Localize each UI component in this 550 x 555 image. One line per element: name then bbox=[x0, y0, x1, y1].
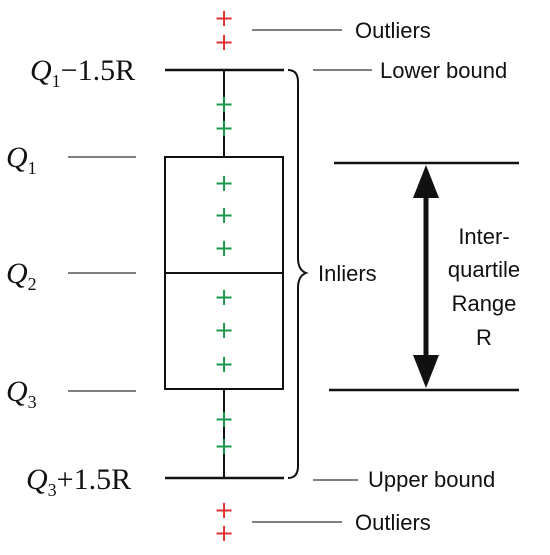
inlier-point: + bbox=[214, 114, 234, 142]
inlier-point: + bbox=[214, 234, 234, 262]
outliers-top-label: Outliers bbox=[355, 18, 431, 43]
iqr-arrow-head-bottom bbox=[413, 355, 439, 388]
inlier-point: + bbox=[214, 169, 234, 197]
inlier-point: + bbox=[214, 432, 234, 460]
iqr-label-line2: quartile bbox=[448, 257, 520, 282]
iqr-arrow-head-top bbox=[413, 165, 439, 198]
inlier-point: + bbox=[214, 405, 234, 433]
q2-label: Q2 bbox=[6, 257, 37, 294]
inlier-point: + bbox=[214, 350, 234, 378]
iqr-label-line3: Range bbox=[452, 291, 517, 316]
iqr-label-line1: Inter- bbox=[458, 224, 509, 249]
outlier-point: + bbox=[214, 496, 234, 524]
inlier-point: + bbox=[214, 201, 234, 229]
data-points: ++++++++++++++ bbox=[214, 4, 234, 547]
q1-label: Q1 bbox=[6, 141, 37, 178]
inliers-brace bbox=[287, 69, 309, 479]
upper-whisker-label: Q3+1.5R bbox=[26, 463, 131, 500]
lower-whisker-label: Q1−1.5R bbox=[30, 54, 135, 91]
inlier-point: + bbox=[214, 283, 234, 311]
outliers-bottom-label: Outliers bbox=[355, 510, 431, 535]
q3-label: Q3 bbox=[6, 375, 37, 412]
inlier-point: + bbox=[214, 316, 234, 344]
inlier-point: + bbox=[214, 90, 234, 118]
iqr-label-line4: R bbox=[476, 325, 492, 350]
outlier-point: + bbox=[214, 4, 234, 32]
outlier-point: + bbox=[214, 28, 234, 56]
outlier-point: + bbox=[214, 519, 234, 547]
inliers-label: Inliers bbox=[318, 261, 377, 286]
upper-bound-label: Upper bound bbox=[368, 467, 495, 492]
lower-bound-label: Lower bound bbox=[380, 58, 507, 83]
